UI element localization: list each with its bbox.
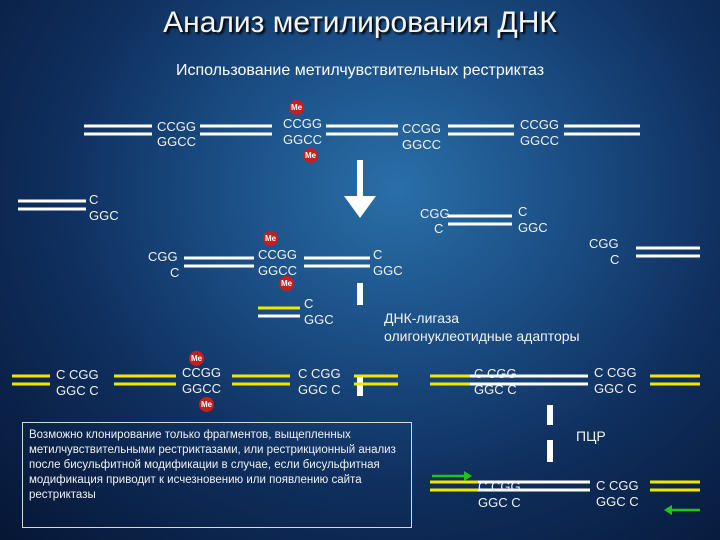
slide-title: Анализ метилирования ДНК — [163, 6, 557, 39]
seq-top: CCGG — [520, 117, 559, 132]
seq-top: C CGG — [594, 365, 637, 380]
seq-top: C — [304, 296, 314, 311]
seq-top: C CGG — [478, 479, 521, 494]
seq-bottom: GGCC — [182, 381, 221, 396]
seq-top: CCGG — [157, 119, 196, 134]
methyl-marker: Me — [199, 397, 214, 412]
pcr-label: ПЦР — [576, 428, 606, 444]
primer-arrowhead — [664, 505, 672, 515]
seq-bottom: GGCC — [283, 132, 322, 147]
seq-top: C CGG — [596, 478, 639, 493]
adapters-label: олигонуклеотидные адапторы — [384, 328, 580, 344]
seq-bottom: GGC — [518, 220, 548, 235]
methyl-marker: Me — [289, 100, 304, 115]
seq-top: C — [89, 192, 99, 207]
slide-subtitle: Использование метилчувствительных рестри… — [175, 62, 545, 79]
seq-bottom: GGC C — [56, 383, 99, 398]
seq-bottom: GGC — [373, 263, 403, 278]
methyl-marker: Me — [303, 148, 318, 163]
seq-top: C CGG — [474, 366, 517, 381]
arrow-shaft — [547, 440, 553, 462]
seq-bottom: C — [434, 221, 444, 236]
seq-bottom: C — [610, 252, 620, 267]
seq-bottom: GGC C — [474, 382, 517, 397]
arrow-shaft — [357, 160, 363, 198]
seq-top: CCGG — [283, 116, 322, 131]
seq-top: C — [373, 247, 383, 262]
seq-top: CCGG — [402, 121, 441, 136]
methyl-marker: Me — [263, 231, 278, 246]
seq-bottom: GGCC — [157, 134, 196, 149]
note-box: Возможно клонирование только фрагментов,… — [22, 422, 412, 528]
seq-bottom: GGC C — [594, 381, 637, 396]
methyl-marker: Me — [279, 276, 294, 291]
ligase-label: ДНК-лигаза — [384, 310, 460, 326]
seq-bottom: GGCC — [520, 133, 559, 148]
seq-top: CGG — [148, 249, 178, 264]
arrow-shaft — [547, 405, 553, 425]
seq-top: CGG — [589, 236, 619, 251]
arrow-shaft — [357, 283, 363, 305]
arrow-head — [344, 196, 376, 218]
seq-bottom: GGC — [304, 312, 334, 327]
seq-top: CCGG — [258, 247, 297, 262]
primer-arrowhead — [464, 471, 472, 481]
seq-bottom: GGCC — [402, 137, 441, 152]
seq-top: C CGG — [298, 366, 341, 381]
seq-bottom: GGCC — [258, 263, 297, 278]
arrow-shaft — [357, 376, 363, 396]
seq-bottom: GGC C — [298, 382, 341, 397]
seq-bottom: GGC — [89, 208, 119, 223]
seq-top: CGG — [420, 206, 450, 221]
seq-bottom: GGC C — [478, 495, 521, 510]
seq-top: C — [518, 204, 528, 219]
seq-top: C CGG — [56, 367, 99, 382]
seq-bottom: GGC C — [596, 494, 639, 509]
seq-top: CCGG — [182, 365, 221, 380]
methyl-marker: Me — [189, 351, 204, 366]
seq-bottom: C — [170, 265, 180, 280]
